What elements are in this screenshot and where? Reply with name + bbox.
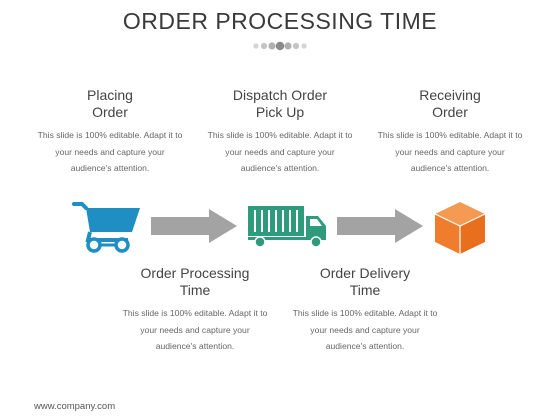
dot bbox=[301, 43, 307, 49]
step-heading-line1: Order Processing bbox=[140, 265, 250, 281]
step-description: This slide is 100% editable. Adapt it to… bbox=[122, 308, 268, 351]
package-box-icon bbox=[434, 202, 486, 254]
step-heading-line2: Time bbox=[179, 282, 211, 298]
step-description: This slide is 100% editable. Adapt it to… bbox=[37, 130, 183, 173]
step-description: This slide is 100% editable. Adapt it to… bbox=[207, 130, 353, 173]
step-order-delivery: Order Delivery Time This slide is 100% e… bbox=[290, 265, 440, 355]
dot bbox=[268, 42, 276, 50]
step-heading-line2: Order bbox=[432, 104, 468, 120]
right-arrow-icon bbox=[337, 209, 423, 243]
dot-active bbox=[275, 41, 285, 51]
step-heading-line2: Order bbox=[92, 104, 128, 120]
step-heading: Order Delivery Time bbox=[290, 265, 440, 299]
step-heading-line1: Dispatch Order bbox=[232, 87, 328, 103]
step-placing-order: Placing Order This slide is 100% editabl… bbox=[35, 87, 185, 177]
right-arrow-icon bbox=[151, 209, 237, 243]
step-heading: Dispatch Order Pick Up bbox=[205, 87, 355, 121]
slide-title: ORDER PROCESSING TIME bbox=[122, 8, 438, 34]
dot bbox=[253, 43, 259, 49]
step-heading: Receiving Order bbox=[375, 87, 525, 121]
step-receiving-order: Receiving Order This slide is 100% edita… bbox=[375, 87, 525, 177]
delivery-truck-icon bbox=[248, 206, 326, 248]
step-heading-line1: Placing bbox=[87, 87, 133, 103]
step-order-processing: Order Processing Time This slide is 100%… bbox=[120, 265, 270, 355]
pagination-dots bbox=[253, 41, 307, 51]
step-heading-line1: Receiving bbox=[419, 87, 481, 103]
step-description: This slide is 100% editable. Adapt it to… bbox=[292, 308, 438, 351]
step-dispatch-order: Dispatch Order Pick Up This slide is 100… bbox=[205, 87, 355, 177]
dot bbox=[284, 42, 292, 50]
step-heading-line1: Order Delivery bbox=[319, 265, 411, 281]
step-description: This slide is 100% editable. Adapt it to… bbox=[377, 130, 523, 173]
dot bbox=[292, 42, 300, 50]
step-heading: Placing Order bbox=[35, 87, 185, 121]
step-heading-line2: Time bbox=[349, 282, 381, 298]
shopping-cart-icon bbox=[72, 202, 140, 253]
step-heading: Order Processing Time bbox=[120, 265, 270, 299]
step-heading-line2: Pick Up bbox=[255, 104, 305, 120]
dot bbox=[260, 42, 268, 50]
footer-url: www.company.com bbox=[34, 401, 116, 412]
